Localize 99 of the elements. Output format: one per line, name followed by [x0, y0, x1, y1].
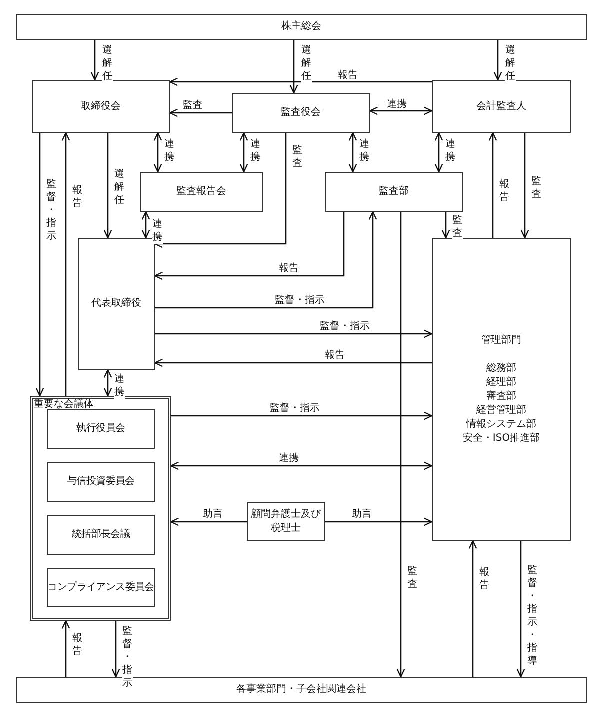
group-heading: 重要な会議体 [34, 399, 94, 411]
edge-label: 監督・指示 [320, 321, 370, 332]
edge-label: 監査 [407, 565, 418, 591]
box-label: 執行役員会 [76, 422, 126, 436]
process-box [247, 502, 325, 541]
box-label: 監査部 [379, 185, 409, 199]
arrow [154, 133, 287, 248]
arrow [169, 78, 432, 86]
edge-label: 連携 [164, 138, 175, 164]
department-name: 安全・ISO推進部 [462, 432, 540, 446]
edge-label: 連携 [445, 138, 456, 164]
process-box [16, 14, 587, 40]
arrow [369, 106, 433, 116]
edge-label: 監督・指示・指導 [527, 564, 538, 668]
edge-label: 連携 [114, 373, 125, 399]
edge-label: 連携 [250, 138, 261, 164]
edge-label: 報告 [72, 184, 83, 210]
arrow [170, 462, 433, 470]
process-box [32, 80, 170, 133]
arrow [154, 212, 345, 280]
arrow [62, 132, 70, 396]
edge-label: 監督・指示 [46, 178, 57, 243]
process-box [47, 515, 155, 555]
arrow [488, 132, 498, 238]
edge-label: 連携 [279, 453, 299, 464]
process-box [140, 172, 263, 212]
edge-label: 報告 [338, 70, 358, 81]
arrow [434, 132, 444, 173]
box-label: 監査報告会 [176, 185, 226, 199]
arrow [142, 211, 150, 239]
edge-label: 監査 [183, 100, 203, 111]
box-label: 取締役会 [81, 100, 121, 114]
edge-label: 報告 [499, 178, 510, 204]
box-label: 監査役会 [281, 106, 321, 120]
process-box [47, 462, 155, 502]
arrow [516, 541, 526, 678]
department-name: 経営管理部 [476, 404, 526, 418]
arrow [155, 211, 378, 309]
box-label: 会計監査人 [476, 100, 526, 114]
arrow [170, 518, 247, 526]
arrow [154, 358, 432, 368]
box-label: 統括部長会議 [72, 528, 130, 542]
edge-label: 監督・指示 [270, 403, 320, 414]
edge-label: 選解任 [102, 44, 113, 83]
arrow [154, 132, 162, 173]
edge-label: 報告 [325, 350, 345, 361]
edge-label: 監督・指示 [275, 295, 325, 306]
arrow [348, 132, 358, 173]
box-label: 顧問弁護士及び税理士 [250, 508, 322, 536]
box-label: 各事業部門・子会社関連会社 [236, 683, 366, 697]
edge-label: 助言 [203, 509, 223, 520]
arrow [325, 518, 433, 526]
edge-label: 報告 [72, 632, 83, 658]
process-box [47, 568, 155, 607]
arrow [396, 212, 406, 678]
department-name: 総務部 [486, 362, 516, 376]
arrow [468, 540, 478, 677]
edge-label: 連携 [152, 218, 163, 244]
process-box [432, 80, 571, 133]
box-label: 管理部門 [482, 334, 522, 348]
box-label: 代表取締役 [92, 297, 142, 311]
edge-label: 選解任 [505, 44, 516, 83]
arrow [169, 108, 232, 118]
process-box [16, 677, 587, 703]
box-label: 与信投資委員会 [67, 475, 135, 489]
edge-label: 監査 [292, 144, 303, 170]
arrow [442, 212, 450, 239]
edge-label: 連携 [359, 138, 370, 164]
process-box [432, 238, 571, 541]
edge-label: 監査 [531, 175, 542, 201]
department-name: 情報システム部 [466, 418, 536, 432]
process-box [232, 93, 370, 133]
arrow [494, 40, 502, 81]
arrow [36, 133, 44, 397]
edge-label: 助言 [352, 509, 372, 520]
arrow [155, 330, 433, 338]
arrow [104, 369, 112, 397]
arrow [90, 40, 100, 81]
group-box [30, 396, 171, 621]
arrow [62, 620, 70, 677]
arrow [520, 133, 530, 239]
edge-label: 監査 [452, 214, 463, 240]
edge-label: 監督・指示 [122, 625, 133, 690]
process-box [325, 172, 463, 212]
arrow [240, 132, 248, 173]
box-label: 株主総会 [282, 20, 322, 34]
edge-label: 選解任 [114, 168, 125, 207]
arrow [171, 412, 433, 420]
department-name: 経理部 [486, 376, 516, 390]
arrow [112, 621, 120, 678]
arrow [104, 133, 112, 239]
edge-label: 選解任 [301, 44, 312, 83]
edge-label: 報告 [279, 263, 299, 274]
edge-label: 連携 [387, 99, 407, 110]
arrow [290, 40, 298, 94]
process-box [47, 409, 155, 449]
department-name: 審査部 [486, 390, 516, 404]
edge-label: 報告 [479, 566, 490, 592]
box-label: コンプライアンス委員会 [48, 580, 154, 594]
